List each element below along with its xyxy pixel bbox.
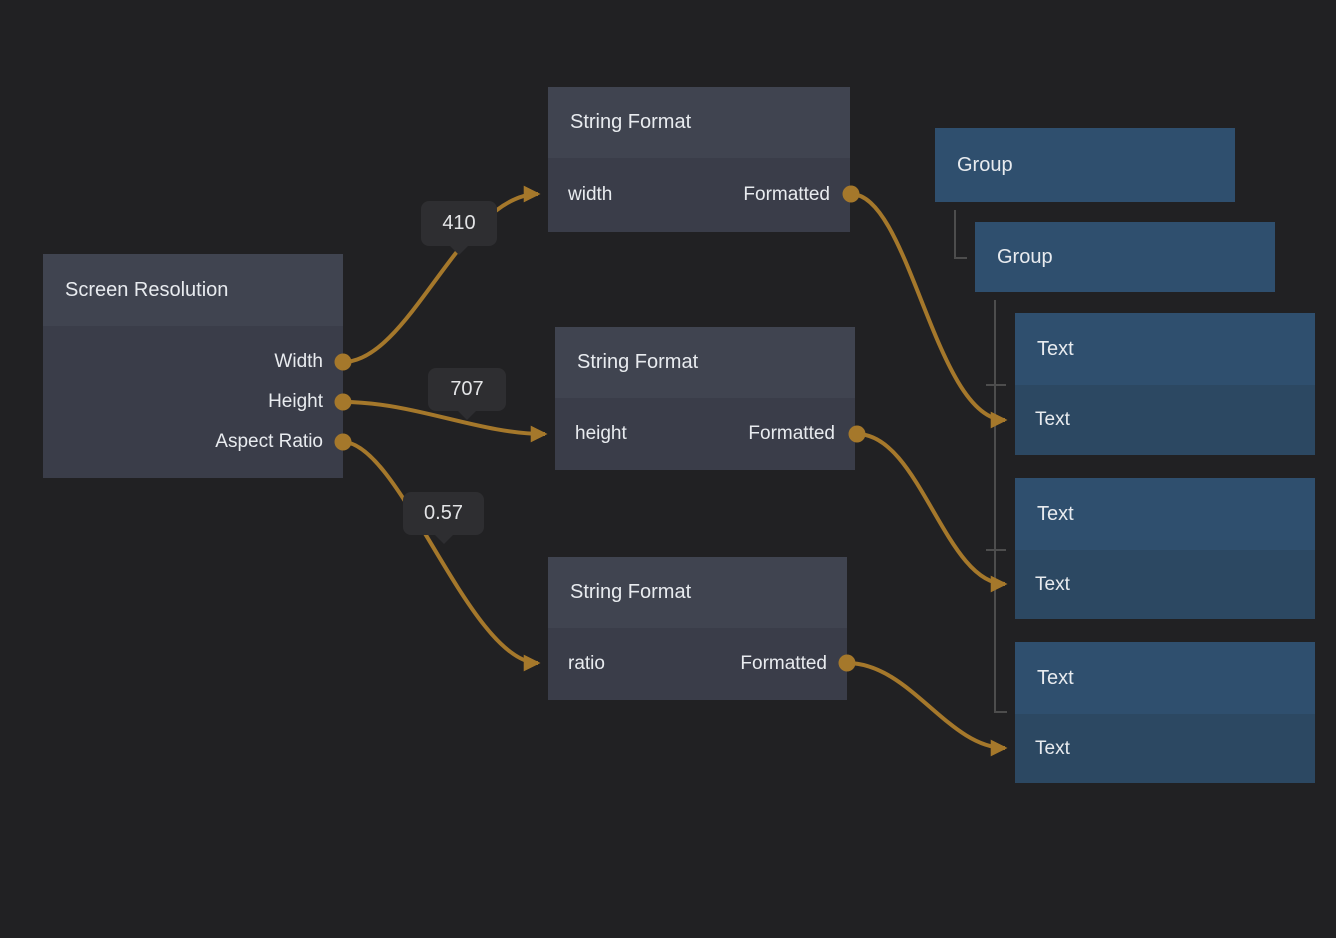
- output-port-label-formatted[interactable]: Formatted: [740, 653, 827, 674]
- guide-group-to-group: [954, 210, 967, 259]
- wire-formatted-to-text2[interactable]: [856, 432, 1008, 593]
- node-group-inner[interactable]: Group: [975, 222, 1275, 292]
- node-group-outer[interactable]: Group: [935, 128, 1235, 202]
- wire-ratio-to-format[interactable]: [342, 440, 541, 672]
- output-port-label-formatted[interactable]: Formatted: [748, 423, 835, 444]
- node-string-format-width[interactable]: String Format width Formatted: [548, 87, 850, 232]
- input-port-row-text[interactable]: Text: [1035, 737, 1070, 759]
- node-title: Group: [975, 222, 1275, 292]
- node-title: String Format: [548, 557, 847, 628]
- output-port-row-aspect-ratio[interactable]: Aspect Ratio: [215, 431, 323, 452]
- wire-value-badge-width: 410: [421, 201, 497, 246]
- input-port-label-height[interactable]: height: [575, 423, 627, 444]
- wire-value-badge-height: 707: [428, 368, 506, 411]
- wire-value-badge-ratio: 0.57: [403, 492, 484, 535]
- node-string-format-ratio[interactable]: String Format ratio Formatted: [548, 557, 847, 700]
- node-title: Text: [1015, 478, 1315, 550]
- node-text-width[interactable]: Text Text: [1015, 313, 1315, 455]
- output-port-label-formatted[interactable]: Formatted: [743, 184, 830, 205]
- input-port-row-text[interactable]: Text: [1035, 409, 1070, 430]
- input-port-row-text[interactable]: Text: [1035, 573, 1070, 595]
- node-screen-resolution[interactable]: Screen Resolution Width Height Aspect Ra…: [43, 254, 343, 478]
- node-title: Text: [1015, 313, 1315, 385]
- node-string-format-height[interactable]: String Format height Formatted: [555, 327, 855, 470]
- node-title: Group: [935, 128, 1235, 202]
- output-port-row-width[interactable]: Width: [274, 351, 323, 372]
- input-port-label-width[interactable]: width: [568, 184, 613, 205]
- node-title: Text: [1015, 642, 1315, 714]
- node-title: String Format: [548, 87, 850, 158]
- wire-formatted-to-text3[interactable]: [846, 661, 1008, 757]
- node-title: String Format: [555, 327, 855, 398]
- guide-group-to-texts: [994, 300, 1007, 713]
- node-title: Screen Resolution: [43, 254, 343, 326]
- output-port-row-height[interactable]: Height: [268, 391, 323, 412]
- node-text-ratio[interactable]: Text Text: [1015, 642, 1315, 783]
- input-port-label-ratio[interactable]: ratio: [568, 653, 605, 674]
- node-text-height[interactable]: Text Text: [1015, 478, 1315, 619]
